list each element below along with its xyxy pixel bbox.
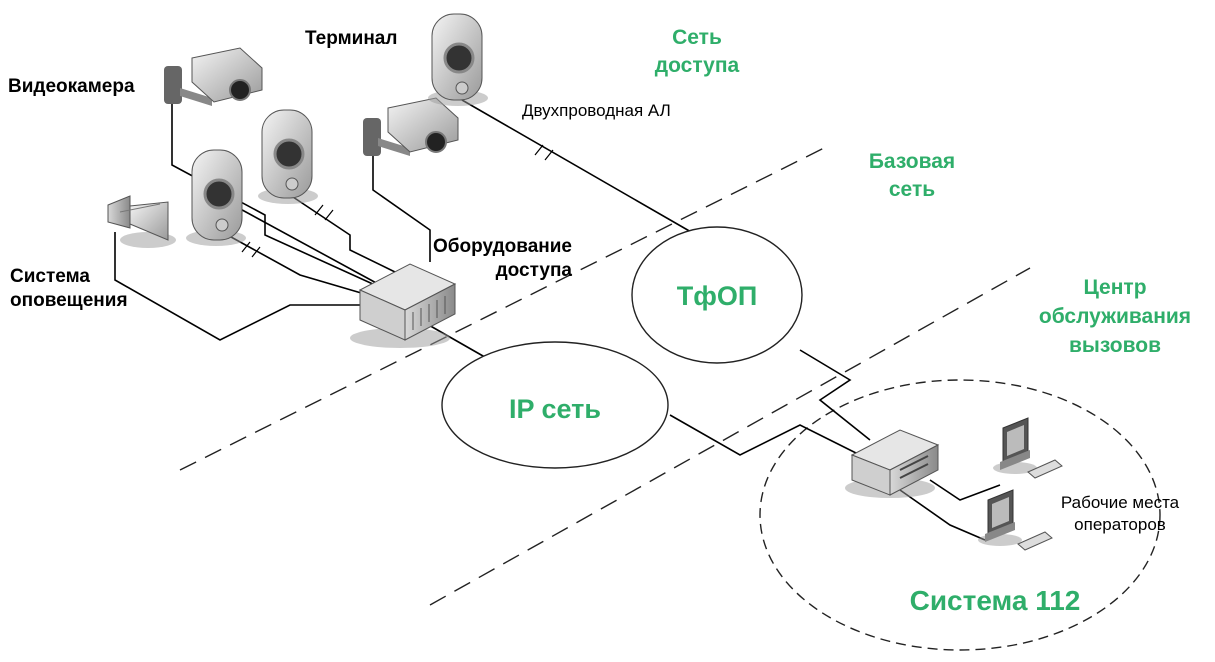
workstation-2-screen — [992, 497, 1009, 528]
workstation-1 — [993, 417, 1063, 479]
call-center-label-3: вызовов — [1069, 334, 1161, 357]
workplaces-label-2: операторов — [1074, 515, 1166, 534]
call-center-label-2: обслуживания — [1039, 305, 1191, 328]
camera-left-arm — [180, 88, 212, 106]
terminal-label: Терминал — [305, 28, 397, 49]
wire-speaker — [114, 232, 370, 341]
wire-camera-left — [171, 100, 376, 286]
terminal-top — [428, 13, 488, 106]
loudspeaker-edge — [119, 203, 161, 213]
base-net-label-1: Базовая — [869, 150, 955, 173]
camera-left-mount — [164, 66, 182, 104]
wire-terminal-back — [289, 194, 396, 273]
wire-server-ws1 — [929, 479, 1001, 501]
camera-mid — [363, 97, 459, 156]
workstation-1-screen — [1007, 425, 1024, 456]
workstation-2-keyboard — [1017, 531, 1053, 551]
access-equipment-slots — [412, 296, 446, 330]
workstation-1-stand — [1000, 450, 1030, 470]
zone-boundaries — [179, 144, 1161, 651]
workstation-2 — [978, 489, 1053, 551]
workstation-1-keyboard — [1027, 459, 1063, 479]
camera-mid-arm — [378, 138, 410, 156]
loudspeaker — [107, 195, 176, 248]
wire-terminal-pstn — [461, 99, 706, 241]
pstn-network: ТфОП — [631, 226, 803, 364]
access-equipment-label-2: доступа — [496, 260, 573, 281]
alert-system-label-1: Система — [10, 266, 90, 287]
terminal-back-button — [285, 177, 299, 191]
system112-title: Система 112 — [910, 585, 1081, 616]
wire-terminal-front-b — [221, 231, 369, 296]
wire-camera-mid — [372, 150, 431, 262]
camera-mid-lens — [425, 131, 447, 153]
camera-left-body — [191, 47, 263, 103]
base-net-label-2: сеть — [889, 178, 935, 201]
camera-left — [164, 47, 263, 106]
call-center-label-1: Центр — [1083, 276, 1146, 299]
terminal-back — [258, 109, 318, 204]
boundary-access-base — [179, 144, 831, 471]
access-net-label-1: Сеть — [672, 26, 722, 49]
boundary-base-center — [429, 267, 1031, 606]
camera-left-lens — [229, 79, 251, 101]
ip-label: IP сеть — [509, 394, 601, 424]
camera-mid-mount — [363, 118, 381, 156]
pstn-label: ТфОП — [677, 281, 758, 311]
terminal-front-speaker — [203, 178, 235, 210]
wire-pstn-server — [799, 349, 871, 441]
connections — [114, 99, 1001, 541]
terminal-front — [186, 149, 246, 246]
wire-terminal-front-a — [232, 204, 381, 286]
loudspeaker-horn — [129, 201, 169, 241]
system112-boundary — [759, 379, 1161, 651]
workstation-2-stand — [985, 522, 1015, 542]
loudspeaker-driver — [107, 195, 131, 229]
terminal-top-button — [455, 81, 469, 95]
access-equipment — [350, 263, 457, 348]
alert-system-label-2: оповещения — [10, 290, 128, 311]
two-wire-label: Двухпроводная АЛ — [522, 101, 671, 120]
terminal-front-button — [215, 218, 229, 232]
wire-tick-front — [241, 241, 261, 258]
access-equipment-label-1: Оборудование — [433, 236, 572, 257]
wire-tick-pstn — [534, 144, 554, 161]
ip-network: IP сеть — [441, 341, 669, 469]
wire-ip-server — [669, 414, 861, 456]
access-equipment-side — [404, 283, 456, 341]
access-net-label-2: доступа — [655, 54, 740, 77]
server-drives — [899, 455, 929, 479]
wire-server-ws2 — [899, 489, 986, 541]
wire-tick-terminal — [314, 204, 334, 221]
terminal-top-speaker — [443, 42, 475, 74]
workplaces-label-1: Рабочие места — [1061, 493, 1180, 512]
terminal-back-speaker — [273, 138, 305, 170]
ip-ellipse — [441, 341, 669, 469]
camera-mid-body — [387, 97, 459, 153]
camera-label: Видеокамера — [8, 76, 135, 97]
pstn-ellipse — [631, 226, 803, 364]
call-center-server — [845, 429, 940, 498]
